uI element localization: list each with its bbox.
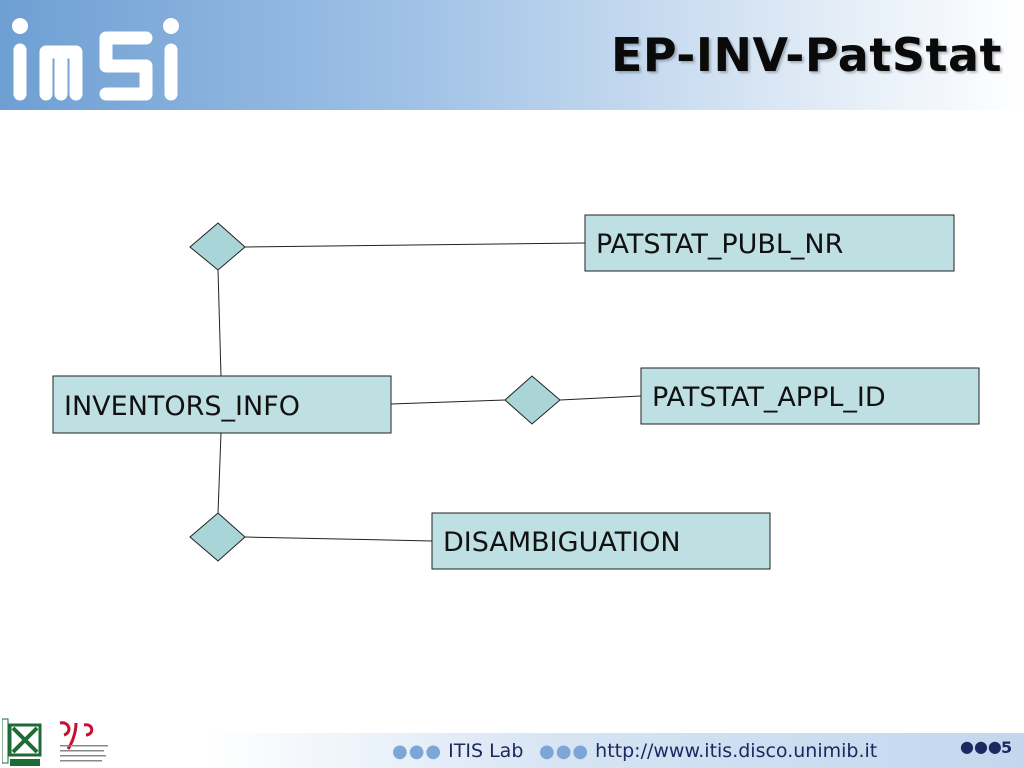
entity-box-patstat-publ-nr	[584, 214, 955, 272]
relationship-diamond-disambiguation	[189, 512, 246, 562]
imsi-logo	[12, 18, 179, 101]
dots-icon: ●●●	[392, 741, 443, 762]
connector-diamond3-disambiguation	[244, 536, 433, 542]
entity-label-patstat-publ-nr: PATSTAT_PUBL_NR	[596, 229, 843, 260]
relationship-diamond-appl	[504, 375, 561, 425]
relationship-diamond-publ	[189, 222, 246, 271]
entity-label-patstat-appl-id: PATSTAT_APPL_ID	[652, 382, 886, 413]
footer-org-label: ITIS Lab	[448, 740, 524, 762]
page-title: EP-INV-PatStat	[610, 28, 1002, 82]
connector-inventors-diamond2	[390, 399, 506, 405]
connector-inventors-diamond3	[217, 432, 222, 514]
connector-diamond1-publ-nr	[244, 242, 586, 248]
footer-url: ●●● http://www.itis.disco.unimib.it	[539, 740, 877, 762]
university-logos	[2, 718, 108, 766]
entity-label-inventors-info: INVENTORS_INFO	[64, 391, 300, 422]
entity-box-inventors-info	[52, 375, 392, 434]
entity-box-disambiguation	[431, 512, 771, 570]
dots-icon: ●●●	[960, 737, 1002, 756]
page-number: 5	[1001, 738, 1013, 757]
entity-label-disambiguation: DISAMBIGUATION	[443, 527, 681, 558]
dots-icon: ●●●	[539, 741, 590, 762]
footer-bar	[0, 733, 1024, 768]
connector-diamond1-inventors	[217, 269, 222, 377]
footer-org: ●●● ITIS Lab	[392, 740, 523, 762]
footer-url-link[interactable]: http://www.itis.disco.unimib.it	[595, 740, 878, 762]
connector-diamond2-appl-id	[559, 395, 642, 401]
entity-box-patstat-appl-id	[640, 367, 980, 425]
